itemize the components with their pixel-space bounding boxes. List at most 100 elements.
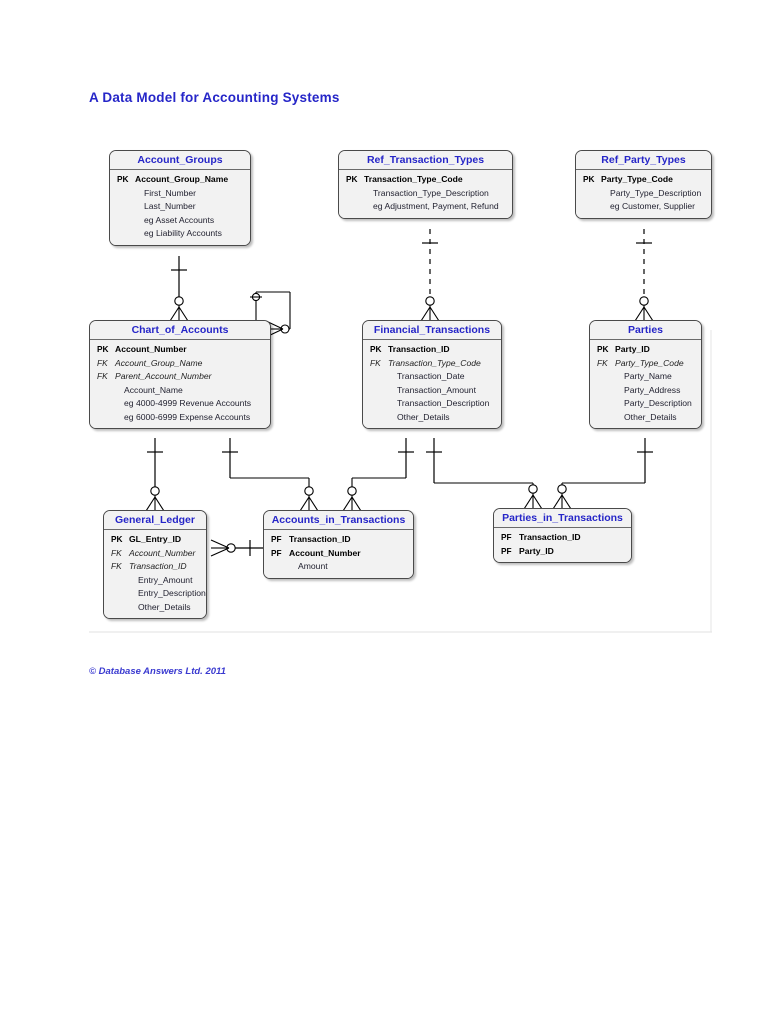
entity-ref-transaction-types[interactable]: Ref_Transaction_Types PK Transaction_Typ… xyxy=(338,150,513,219)
entity-attribute-list: PK Account_Number FK Account_Group_Name … xyxy=(90,340,270,428)
entity-title: Accounts_in_Transactions xyxy=(264,511,413,530)
entity-ref-party-types[interactable]: Ref_Party_Types PK Party_Type_Code Party… xyxy=(575,150,712,219)
attribute-name: Account_Name xyxy=(124,384,183,395)
attribute-name: Party_Type_Description xyxy=(610,187,702,198)
attribute-name: Amount xyxy=(298,561,328,571)
entity-title: Chart_of_Accounts xyxy=(90,321,270,340)
attribute-row: PK Party_Type_Code xyxy=(578,173,709,187)
attribute-name: Transaction_ID xyxy=(519,532,581,542)
attribute-row: Other_Details xyxy=(592,411,699,425)
attribute-name: Party_Description xyxy=(624,398,692,408)
attribute-name: Account_Group_Name xyxy=(115,357,203,368)
attribute-name: Other_Details xyxy=(397,411,450,422)
entity-financial-transactions[interactable]: Financial_Transactions PK Transaction_ID… xyxy=(362,320,502,429)
attribute-row: FK Transaction_Type_Code xyxy=(365,357,499,371)
attribute-key: FK xyxy=(370,357,381,368)
attribute-key: PF xyxy=(501,532,512,542)
attribute-name: Account_Number xyxy=(129,547,196,558)
attribute-key: PF xyxy=(271,547,282,558)
entity-general-ledger[interactable]: General_Ledger PK GL_Entry_ID FK Account… xyxy=(103,510,207,619)
attribute-row: PK Transaction_Type_Code xyxy=(341,173,510,187)
attribute-name: Account_Number xyxy=(289,547,361,558)
entity-title: Parties_in_Transactions xyxy=(494,509,631,528)
attribute-name: Other_Details xyxy=(138,601,191,612)
attribute-key: PK xyxy=(597,344,609,354)
attribute-name: Entry_Amount xyxy=(138,574,193,585)
attribute-name: GL_Entry_ID xyxy=(129,534,182,544)
attribute-row: Transaction_Type_Description xyxy=(341,187,510,201)
attribute-row: PK Account_Group_Name xyxy=(112,173,248,187)
entity-attribute-list: PK Party_Type_Code Party_Type_Descriptio… xyxy=(576,170,711,218)
attribute-row: eg Customer, Supplier xyxy=(578,200,709,214)
entity-accounts-in-transactions[interactable]: Accounts_in_Transactions PF Transaction_… xyxy=(263,510,414,579)
attribute-key: PK xyxy=(370,344,382,354)
attribute-row: eg 6000-6999 Expense Accounts xyxy=(92,411,268,425)
attribute-row: Party_Description xyxy=(592,397,699,411)
entity-attribute-list: PK GL_Entry_ID FK Account_Number FK Tran… xyxy=(104,530,206,618)
attribute-name: First_Number xyxy=(144,187,197,198)
entity-title: Parties xyxy=(590,321,701,340)
attribute-name: Party_Address xyxy=(624,384,681,395)
attribute-row: PK GL_Entry_ID xyxy=(106,533,204,547)
attribute-row: eg Asset Accounts xyxy=(112,214,248,228)
entity-attribute-list: PK Party_ID FK Party_Type_Code Party_Nam… xyxy=(590,340,701,428)
attribute-row: PF Account_Number xyxy=(266,547,411,561)
attribute-name: Party_Type_Code xyxy=(615,357,684,368)
rel-parties-parties-in-transactions xyxy=(552,438,653,510)
attribute-row: PK Transaction_ID xyxy=(365,343,499,357)
attribute-row: FK Account_Group_Name xyxy=(92,357,268,371)
attribute-row: Amount xyxy=(266,560,411,574)
attribute-name: eg 6000-6999 Expense Accounts xyxy=(124,411,251,422)
attribute-row: Entry_Amount xyxy=(106,574,204,588)
attribute-name: Transaction_Type_Code xyxy=(388,357,481,368)
attribute-name: eg Liability Accounts xyxy=(144,228,222,238)
rel-financial-transactions-accounts-in-transactions xyxy=(342,438,414,512)
rel-account-groups-chart-of-accounts xyxy=(169,256,189,322)
attribute-row: PK Account_Number xyxy=(92,343,268,357)
attribute-row: Entry_Description xyxy=(106,587,206,601)
entity-title: Financial_Transactions xyxy=(363,321,501,340)
entity-account-groups[interactable]: Account_Groups PK Account_Group_Name Fir… xyxy=(109,150,251,246)
entity-parties-in-transactions[interactable]: Parties_in_Transactions PF Transaction_I… xyxy=(493,508,632,563)
attribute-name: Account_Number xyxy=(115,344,187,354)
attribute-key: FK xyxy=(97,371,108,381)
attribute-name: Transaction_ID xyxy=(289,534,351,544)
attribute-row: FK Transaction_ID xyxy=(106,560,204,574)
attribute-row: Other_Details xyxy=(106,601,204,615)
rel-general-ledger-accounts-in-transactions xyxy=(210,539,263,557)
attribute-row: Last_Number xyxy=(112,200,248,214)
rel-chart-of-accounts-recursive xyxy=(250,291,291,338)
attribute-name: Parent_Account_Number xyxy=(115,371,212,381)
attribute-row: Account_Name xyxy=(92,384,268,398)
attribute-name: Party_ID xyxy=(519,545,554,556)
rel-chart-of-accounts-accounts-in-transactions xyxy=(222,438,319,512)
entity-parties[interactable]: Parties PK Party_ID FK Party_Type_Code P… xyxy=(589,320,702,429)
attribute-row: FK Account_Number xyxy=(106,547,204,561)
attribute-row: Party_Name xyxy=(592,370,699,384)
rel-ref-party-types-parties xyxy=(634,229,654,322)
attribute-row: Party_Type_Description xyxy=(578,187,709,201)
attribute-row: FK Parent_Account_Number xyxy=(92,370,268,384)
entity-attribute-list: PF Transaction_ID PF Account_Number Amou… xyxy=(264,530,413,578)
attribute-row: PK Party_ID xyxy=(592,343,699,357)
attribute-name: Party_Type_Code xyxy=(601,174,673,184)
attribute-name: Transaction_Description xyxy=(397,398,490,408)
rel-chart-of-accounts-general-ledger xyxy=(145,438,165,512)
copyright-notice: © Database Answers Ltd. 2011 xyxy=(89,666,226,677)
attribute-name: Transaction_Date xyxy=(397,371,465,381)
attribute-row: First_Number xyxy=(112,187,248,201)
attribute-key: PF xyxy=(271,534,282,544)
entity-chart-of-accounts[interactable]: Chart_of_Accounts PK Account_Number FK A… xyxy=(89,320,271,429)
attribute-name: Other_Details xyxy=(624,411,677,422)
attribute-row: Transaction_Description xyxy=(365,397,499,411)
entity-attribute-list: PK Transaction_ID FK Transaction_Type_Co… xyxy=(363,340,501,428)
attribute-name: eg Customer, Supplier xyxy=(610,201,696,211)
entity-attribute-list: PF Transaction_ID PF Party_ID xyxy=(494,528,631,562)
attribute-key: PK xyxy=(117,174,129,184)
entity-title: Ref_Party_Types xyxy=(576,151,711,170)
attribute-name: Entry_Description xyxy=(138,588,206,598)
attribute-row: FK Party_Type_Code xyxy=(592,357,699,371)
attribute-key: FK xyxy=(111,547,122,558)
attribute-row: Transaction_Date xyxy=(365,370,499,384)
attribute-name: eg Adjustment, Payment, Refund xyxy=(373,201,499,211)
